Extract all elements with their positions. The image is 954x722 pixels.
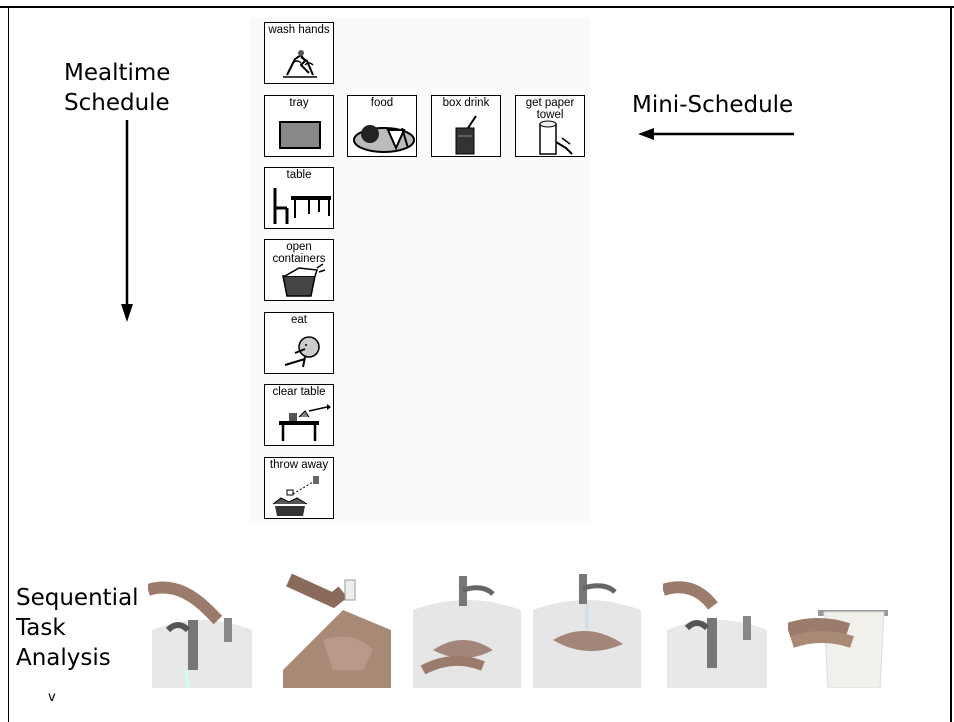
sequential-label-line3: Analysis (16, 645, 111, 671)
rinse-hands-photo (533, 570, 641, 688)
sequential-label-line1: Sequential (16, 585, 139, 611)
frame-top-border (0, 6, 954, 8)
wash-hands-icon (283, 50, 317, 78)
card-throw-away: throw away (264, 457, 334, 519)
card-label: get paper towel (525, 97, 575, 121)
sequential-task-analysis-title: Sequential Task Analysis (16, 583, 139, 673)
mealtime-label-line1: Mealtime (64, 60, 171, 86)
frame-right-border (950, 6, 952, 722)
table-icon (273, 188, 331, 224)
card-label: throw away (269, 459, 329, 471)
turn-off-faucet-photo (663, 570, 771, 688)
card-label: eat (291, 314, 307, 326)
card-eat: eat (264, 312, 334, 374)
card-box-drink: box drink (431, 95, 501, 157)
sequential-label-line2: Task (16, 615, 66, 641)
frame-left-border (8, 6, 9, 722)
food-icon (353, 125, 415, 153)
card-label: food (370, 97, 394, 109)
card-label: wash hands (268, 24, 330, 36)
mini-schedule-title: Mini-Schedule (632, 92, 794, 118)
card-get-paper-towel: get paper towel (515, 95, 585, 157)
paper-towel-icon (539, 120, 573, 155)
tray-icon (279, 121, 321, 149)
scrub-hands-photo (413, 570, 521, 688)
box-drink-icon (455, 115, 477, 155)
dry-hands-towel-photo (788, 570, 896, 688)
down-arrow-icon (121, 120, 133, 322)
turn-on-faucet-photo (148, 570, 256, 688)
card-wash-hands: wash hands (264, 22, 334, 84)
card-table: table (264, 167, 334, 229)
eat-icon (284, 336, 320, 368)
card-label: table (286, 169, 312, 181)
card-clear-table: clear table (264, 384, 334, 446)
card-tray: tray (264, 95, 334, 157)
mealtime-label-line2: Schedule (64, 90, 170, 116)
card-label: tray (289, 97, 309, 109)
apply-soap-photo (283, 570, 391, 688)
card-label: open containers (272, 241, 326, 265)
card-label: box drink (442, 97, 490, 109)
card-label: clear table (272, 386, 326, 398)
card-open-containers: open containers (264, 239, 334, 301)
throw-away-icon (272, 476, 319, 516)
clear-table-icon (279, 404, 331, 441)
card-food: food (347, 95, 417, 157)
open-containers-icon (282, 263, 326, 297)
mealtime-schedule-title: Mealtime Schedule (64, 58, 170, 118)
left-arrow-icon (638, 128, 794, 140)
footnote-mark: v (48, 690, 56, 705)
